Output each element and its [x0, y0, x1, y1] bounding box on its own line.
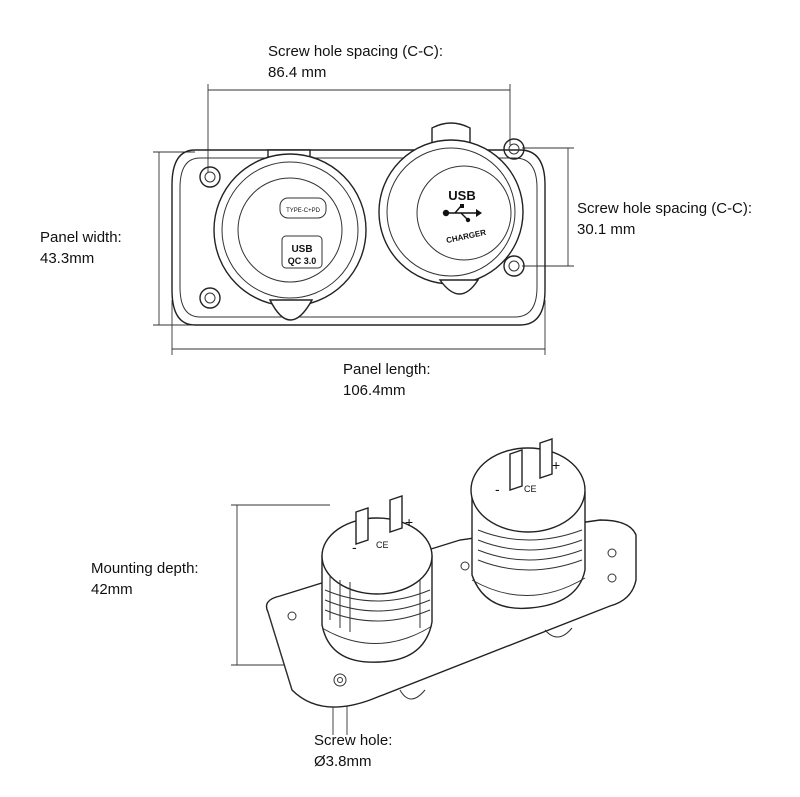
qc-text: QC 3.0: [288, 256, 317, 266]
left-ce-mark: CE: [376, 540, 389, 550]
panel-length-value: 106.4mm: [343, 382, 406, 399]
mounting-depth-label: Mounting depth:: [91, 560, 199, 577]
dimension-line-panel-length: [171, 300, 546, 355]
mounting-depth-value: 42mm: [91, 581, 133, 598]
screw-hole-bottom-left: [199, 287, 221, 309]
screw-hole-label: Screw hole:: [314, 732, 393, 749]
dimension-line-panel-width: [153, 151, 195, 326]
screw-spacing-long-label: Screw hole spacing (C-C):: [268, 43, 444, 60]
right-plus-text: +: [552, 457, 560, 473]
left-plus-text: +: [405, 514, 413, 530]
right-socket-cover: USB CHARGER: [378, 122, 524, 295]
screw-spacing-long-value: 86.4 mm: [268, 64, 327, 81]
right-minus-text: -: [495, 481, 500, 497]
right-socket-body: - + CE: [470, 438, 586, 610]
panel-length-label: Panel length:: [343, 361, 431, 378]
top-panel: [171, 149, 546, 326]
left-socket-cover: TYPE-C+PD USB QC 3.0: [213, 149, 367, 321]
left-minus-text: -: [352, 539, 357, 555]
dimension-line-screw-spacing-short: [522, 147, 574, 267]
screw-spacing-short-label: Screw hole spacing (C-C):: [577, 200, 753, 217]
usb-text-right: USB: [448, 188, 475, 203]
left-socket-body: - + CE: [321, 495, 433, 663]
screw-spacing-short-value: 30.1 mm: [577, 221, 636, 238]
usb-text-left: USB: [291, 244, 312, 255]
screw-hole-bottom-right: [503, 255, 525, 277]
dimension-line-screw-spacing-long: [207, 84, 511, 172]
type-c-pd-text: TYPE-C+PD: [286, 208, 321, 214]
screw-hole-top-left: [199, 166, 221, 188]
right-ce-mark: CE: [524, 484, 537, 494]
screw-hole-top-right: [503, 138, 525, 160]
usb-symbol-icon: [442, 204, 482, 223]
panel-width-value: 43.3mm: [40, 250, 95, 267]
screw-hole-value: Ø3.8mm: [314, 753, 372, 770]
panel-width-label: Panel width:: [40, 229, 122, 246]
